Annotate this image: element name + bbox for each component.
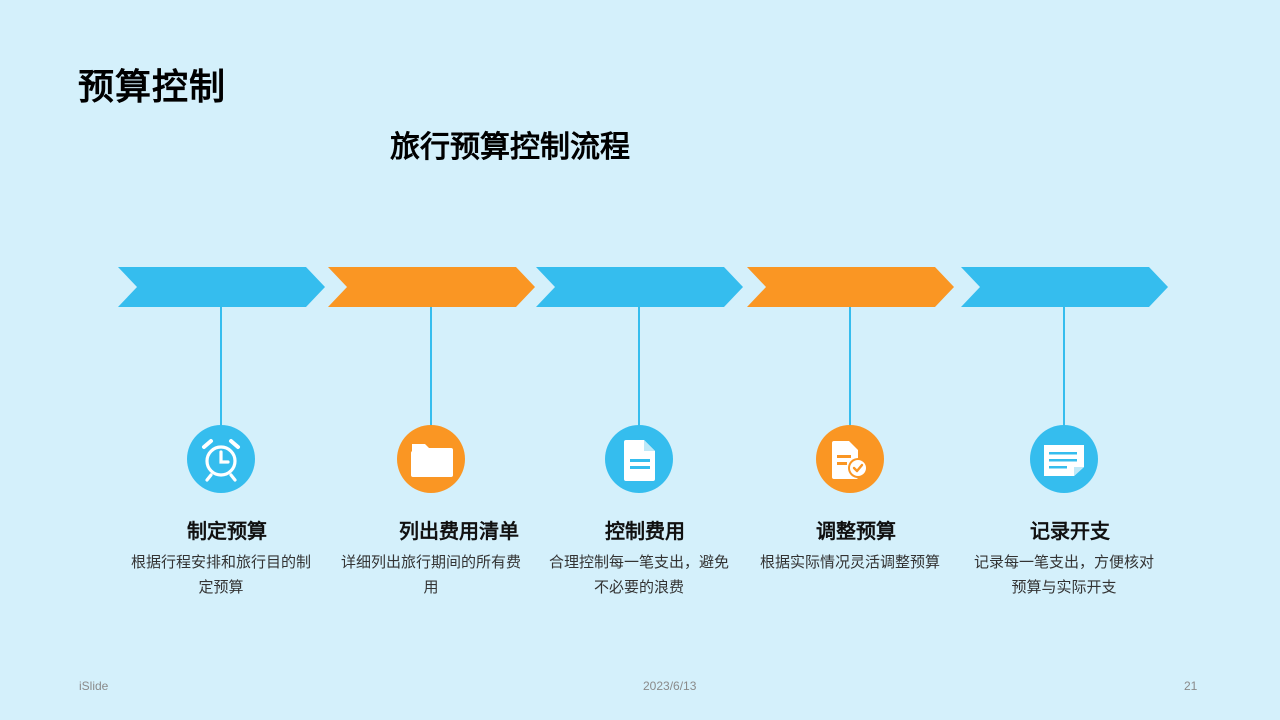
document-icon — [624, 440, 655, 481]
step-2-label: 列出费用清单 — [399, 519, 519, 543]
step-4-chevron — [747, 267, 954, 307]
step-3-description: 合理控制每一笔支出，避免不必要的浪费 — [549, 553, 730, 596]
step-5-chevron — [961, 267, 1168, 307]
step-2-description: 详细列出旅行期间的所有费用 — [341, 553, 522, 596]
step-5-label: 记录开支 — [1030, 519, 1110, 543]
step-3-group — [536, 267, 743, 493]
step-1-chevron — [118, 267, 325, 307]
step-1-group — [118, 267, 325, 493]
page-number: 21 — [1184, 679, 1198, 693]
note-icon — [1044, 445, 1084, 476]
step-4-label: 调整预算 — [816, 519, 896, 543]
step-1-description: 根据行程安排和旅行目的制定预算 — [131, 553, 312, 596]
step-3-chevron — [536, 267, 743, 307]
folder-icon — [411, 444, 453, 477]
step-1-label: 制定预算 — [187, 519, 267, 543]
diagram-title: 旅行预算控制流程 — [390, 130, 630, 165]
step-2-chevron — [328, 267, 535, 307]
alarm-clock-icon — [202, 439, 240, 482]
document-check-icon — [832, 441, 868, 479]
step-5-description: 记录每一笔支出，方便核对预算与实际开支 — [974, 553, 1155, 596]
slide-title: 预算控制 — [78, 67, 227, 108]
footer-date: 2023/6/13 — [643, 679, 697, 693]
step-4-description: 根据实际情况灵活调整预算 — [760, 553, 941, 571]
step-2-group — [328, 267, 535, 493]
step-4-group — [747, 267, 954, 493]
footer-brand: iSlide — [79, 679, 109, 693]
step-3-label: 控制费用 — [605, 519, 685, 543]
step-5-group — [961, 267, 1168, 493]
